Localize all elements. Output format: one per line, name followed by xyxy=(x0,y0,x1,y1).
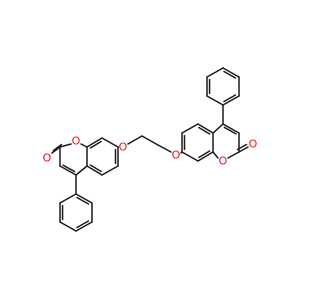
left-benzo-ring-bond xyxy=(86,165,103,176)
molecule-structure: O O O O O O xyxy=(43,67,258,232)
left-benzo-ring-bond xyxy=(86,137,103,148)
right-benzo-ring-bond xyxy=(197,151,214,162)
left-benzo-ring-double-bond xyxy=(89,140,102,149)
left-benzo-ring-double-bond xyxy=(89,164,102,173)
linker-bond-3 xyxy=(157,144,172,153)
left-phenyl-ring-bond xyxy=(59,221,77,232)
right-c4-c4a-bond xyxy=(212,123,224,134)
ring-oxygen-right: O xyxy=(219,155,228,168)
left-phenyl-ring-bond xyxy=(75,221,93,232)
left-carbonyl-bond xyxy=(51,146,61,154)
right-benzo-ring-bond xyxy=(181,151,199,162)
right-phenyl-ring-double-bond xyxy=(223,94,237,103)
left-ring-o-bond xyxy=(80,143,88,148)
bond-layer xyxy=(51,67,249,232)
left-c3-c4-bond xyxy=(59,165,77,176)
carbonyl-oxygen-right: O xyxy=(249,138,258,151)
carbonyl-oxygen-left: O xyxy=(43,152,52,165)
right-c3-c4-bond xyxy=(222,123,240,134)
left-c3-c4-double xyxy=(62,164,76,173)
right-benzo-ring-double-bond xyxy=(198,150,211,159)
right-benzo-ring-bond xyxy=(197,123,214,134)
ring-oxygen-left: O xyxy=(72,135,81,148)
left-phenyl-ring-bond xyxy=(59,193,77,204)
right-carbonyl-double xyxy=(236,143,248,151)
left-ring-o-bond xyxy=(59,143,72,148)
left-benzo-ring-bond xyxy=(101,165,119,176)
right-ring-o-bond xyxy=(227,151,240,159)
atom-label-layer: O O O O O O xyxy=(43,135,258,168)
left-carbonyl-double xyxy=(52,143,63,152)
left-phenyl-ring-bond xyxy=(75,193,93,204)
right-phenyl-ring-bond xyxy=(206,95,224,106)
left-phenyl-ring-double-bond xyxy=(76,196,90,205)
left-c4-c4a-bond xyxy=(75,165,88,176)
right-phenyl-ring-bond xyxy=(222,67,240,78)
left-benzo-ring-bond xyxy=(101,137,119,148)
ether-oxygen-right: O xyxy=(172,149,181,162)
right-benzo-ring-double-bond xyxy=(198,126,211,135)
linker-bond-2 xyxy=(141,135,159,146)
left-phenyl-ring-double-bond xyxy=(76,220,90,229)
right-benzo-ring-bond xyxy=(181,123,199,134)
right-ring-o-bond xyxy=(212,151,219,159)
ether-oxygen-left: O xyxy=(119,141,128,154)
right-carbonyl-bond xyxy=(238,146,249,153)
right-phenyl-ring-double-bond xyxy=(223,70,237,79)
right-phenyl-ring-bond xyxy=(206,67,224,78)
right-phenyl-ring-bond xyxy=(222,95,240,106)
right-c3-c4-double xyxy=(223,126,237,135)
right-ether-bond xyxy=(180,151,183,154)
linker-bond-1 xyxy=(127,135,143,145)
